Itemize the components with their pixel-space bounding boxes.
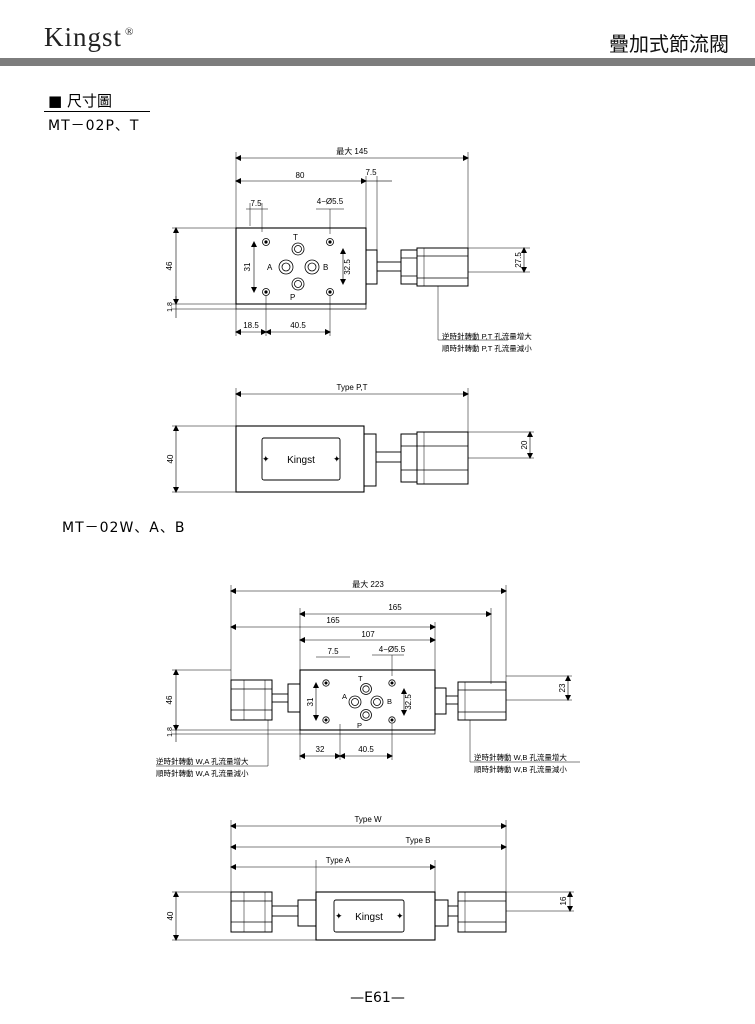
note-cw-decrease: 順時針轉動 P,T 孔流量減小 [442, 343, 532, 353]
note-ccw-increase: 逆時針轉動 P,T 孔流量增大 [442, 331, 532, 341]
nameplate-kingst-pt: Kingst [287, 455, 315, 466]
drawing-pt-side-labels: Type P,T Kingst ✦ ✦ 40 20 [166, 383, 529, 466]
drawing-pt-side-view [172, 388, 534, 493]
dim-max-223: 最大 223 [352, 579, 384, 589]
type-pt-label: Type P,T [337, 383, 368, 392]
drawing-pt-top-labels: 最大 145 80 7.5 7.5 4−Ø5.5 T A B P 46 1.8 … [165, 146, 532, 353]
note-right-decrease: 順時針轉動 W,B 孔流量減小 [474, 764, 567, 774]
port-t-label: T [293, 233, 298, 242]
port-a-label-wab: A [342, 692, 347, 701]
dim-32-wab: 32 [316, 745, 325, 754]
dim-40-wab-side: 40 [166, 911, 175, 920]
dim-holes: 4−Ø5.5 [317, 197, 344, 206]
dim-31: 31 [243, 262, 252, 271]
dim-7-5-left: 7.5 [250, 199, 262, 208]
type-a-label: Type A [326, 856, 351, 865]
dim-7-5-top: 7.5 [365, 168, 377, 177]
nameplate-screw-icon: ✦ [335, 911, 343, 921]
dim-32-5-wab: 32.5 [404, 694, 413, 710]
dim-31-wab: 31 [306, 697, 315, 706]
nameplate-screw-icon: ✦ [333, 454, 341, 464]
drawing-wab-side-labels: Type W Type B Type A Kingst ✦ ✦ 40 16 [166, 815, 568, 923]
port-a-label: A [267, 263, 273, 272]
dim-40-5-wab: 40.5 [358, 745, 374, 754]
brand-name: Kingst [44, 22, 123, 52]
port-p-label-wab: P [357, 721, 362, 730]
header-bar [0, 58, 755, 66]
note-right-increase: 逆時針轉動 W,B 孔流量增大 [474, 752, 567, 762]
dim-7-5-wab: 7.5 [327, 647, 339, 656]
dim-107: 107 [361, 630, 375, 639]
registered-mark: ® [125, 26, 135, 38]
dim-40-side: 40 [166, 454, 175, 463]
dim-23: 23 [558, 683, 567, 692]
note-left-increase: 逆時針轉動 W,A 孔流量增大 [156, 756, 249, 766]
dim-46-wab: 46 [165, 695, 174, 704]
nameplate-kingst-wab: Kingst [355, 912, 383, 923]
type-w-label: Type W [354, 815, 382, 824]
dim-80: 80 [296, 171, 305, 180]
dim-32-5: 32.5 [343, 259, 352, 275]
nameplate-screw-icon: ✦ [396, 911, 404, 921]
section-rule [44, 111, 150, 112]
model-label-pt: MT－02P、T [48, 118, 140, 134]
dim-40-5: 40.5 [290, 321, 306, 330]
dim-165-a: 165 [326, 616, 340, 625]
port-p-label: P [290, 293, 295, 302]
note-left-decrease: 順時針轉動 W,A 孔流量減小 [156, 768, 249, 778]
dim-max-145: 最大 145 [336, 146, 368, 156]
dim-46: 46 [165, 261, 174, 270]
dim-18-5: 18.5 [243, 321, 259, 330]
dim-16: 16 [559, 896, 568, 905]
drawing-wab-top-view [156, 585, 580, 767]
dim-1-8-wab: 1.8 [167, 727, 174, 737]
dim-1-8: 1.8 [167, 302, 174, 312]
dim-27-5: 27.5 [514, 252, 523, 268]
nameplate-screw-icon: ✦ [262, 454, 270, 464]
section-heading: ■ 尺寸圖 [48, 92, 112, 110]
port-b-label: B [323, 263, 328, 272]
port-b-label-wab: B [387, 697, 392, 706]
type-b-label: Type B [406, 836, 431, 845]
dim-20: 20 [520, 440, 529, 449]
drawing-wab-top-labels: 最大 223 165 165 107 7.5 4−Ø5.5 T A B P 46… [156, 579, 567, 778]
dim-holes-wab: 4−Ø5.5 [379, 645, 406, 654]
port-t-label-wab: T [358, 674, 363, 683]
page-number: —E61— [350, 990, 405, 1006]
brand-logo: Kingst® [44, 22, 134, 53]
dim-165-b: 165 [388, 603, 402, 612]
document-title: 疊加式節流閥 [609, 32, 729, 56]
drawing-wab-side-view [172, 820, 574, 941]
drawing-pt-top-view [172, 152, 530, 341]
model-label-wab: MT－02W、A、B [62, 520, 186, 536]
